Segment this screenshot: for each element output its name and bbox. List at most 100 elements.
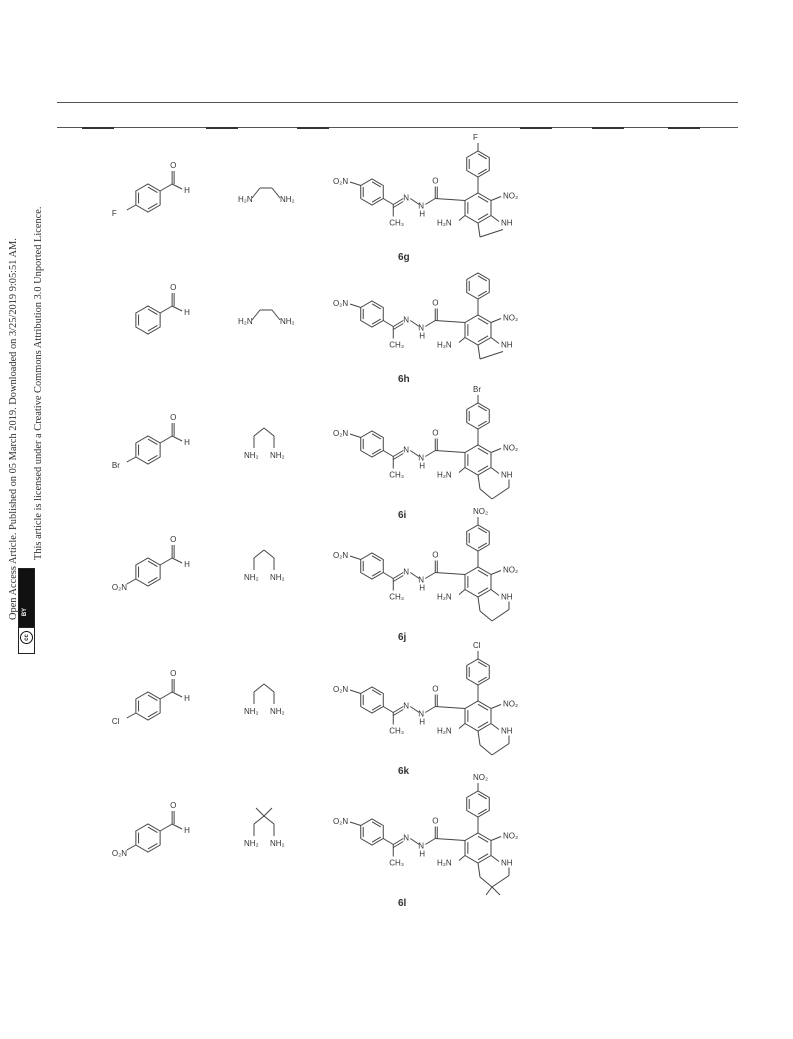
bond bbox=[126, 456, 137, 463]
aldehyde-hydrogen: H bbox=[184, 308, 190, 317]
ring-nh-label: NH bbox=[501, 219, 513, 228]
bond bbox=[477, 474, 481, 490]
ring-nitro-label: NO₂ bbox=[503, 444, 518, 453]
compound-label: 6j bbox=[398, 632, 407, 643]
aromatic-bond bbox=[371, 196, 382, 203]
aromatic-bond bbox=[477, 405, 488, 412]
amine-label: NH₂ bbox=[270, 707, 285, 716]
bond bbox=[271, 187, 281, 199]
bond bbox=[253, 549, 265, 559]
nitro-label: O₂N bbox=[333, 429, 348, 438]
compound-label: 6l bbox=[398, 898, 407, 909]
bond bbox=[393, 450, 404, 457]
bond bbox=[349, 303, 361, 308]
bond bbox=[425, 450, 436, 457]
bond bbox=[253, 683, 265, 693]
aryl-ring bbox=[466, 790, 490, 818]
bond bbox=[393, 201, 404, 208]
bond bbox=[383, 838, 394, 845]
bond bbox=[159, 823, 173, 832]
bond bbox=[458, 723, 466, 729]
bond bbox=[349, 555, 361, 560]
aromatic-bond bbox=[477, 853, 489, 861]
bond bbox=[393, 575, 404, 582]
bond bbox=[251, 309, 261, 321]
nitrophenyl-ring bbox=[360, 686, 384, 714]
bond bbox=[383, 706, 394, 713]
aromatic-bond bbox=[477, 195, 489, 203]
bond bbox=[263, 815, 275, 825]
bond bbox=[383, 572, 394, 579]
nitrophenyl-ring bbox=[360, 430, 384, 458]
ring-nh-label: NH bbox=[501, 593, 513, 602]
ring-nitro-label: NO₂ bbox=[503, 566, 518, 575]
column-marker bbox=[592, 127, 624, 129]
hydrazide-hydrogen: H bbox=[419, 850, 425, 859]
amine-label: H₂N bbox=[238, 317, 253, 326]
nitro-label: O₂N bbox=[333, 817, 348, 826]
bond bbox=[349, 433, 361, 438]
bond bbox=[490, 723, 500, 730]
aromatic-bond bbox=[371, 433, 382, 440]
ring-nitro-label: NO₂ bbox=[503, 192, 518, 201]
hydrazide-nitrogen: N bbox=[418, 324, 424, 333]
hydrazide-nitrogen: N bbox=[418, 202, 424, 211]
hydrazide-hydrogen: H bbox=[419, 462, 425, 471]
column-marker bbox=[206, 127, 238, 129]
hydrazide-nitrogen: N bbox=[418, 842, 424, 851]
aromatic-bond bbox=[477, 835, 489, 843]
bond bbox=[171, 557, 183, 564]
bond bbox=[171, 823, 183, 830]
bond bbox=[435, 450, 466, 453]
aromatic-bond bbox=[477, 569, 489, 577]
bond bbox=[409, 706, 420, 713]
methyl-label: CH₃ bbox=[389, 859, 404, 868]
bond bbox=[126, 578, 137, 585]
aryl-substituent: NO₂ bbox=[473, 773, 488, 782]
aldehyde-substituent: O₂N bbox=[112, 583, 127, 592]
bond bbox=[490, 196, 502, 201]
aromatic-bond bbox=[147, 325, 158, 332]
aromatic-bond bbox=[371, 704, 382, 711]
bond bbox=[479, 610, 493, 622]
column-marker bbox=[668, 127, 700, 129]
cc-license-badge[interactable]: cc BY bbox=[18, 568, 35, 654]
bond bbox=[458, 467, 466, 473]
hydrazide-nitrogen: N bbox=[418, 576, 424, 585]
amino-label: H₂N bbox=[437, 727, 452, 736]
carbonyl-oxygen: O bbox=[432, 551, 438, 560]
amine-label: NH₂ bbox=[244, 573, 259, 582]
bond bbox=[490, 215, 500, 222]
benzene-ring bbox=[135, 691, 161, 721]
amino-label: H₂N bbox=[437, 471, 452, 480]
bond bbox=[171, 305, 183, 312]
bond bbox=[479, 488, 493, 500]
amino-label: H₂N bbox=[437, 341, 452, 350]
aromatic-bond bbox=[371, 303, 382, 310]
bond bbox=[425, 572, 436, 579]
bond bbox=[490, 836, 502, 841]
bond bbox=[253, 427, 265, 437]
aromatic-bond bbox=[147, 694, 158, 701]
ring-nh-label: NH bbox=[501, 727, 513, 736]
bond bbox=[477, 730, 481, 746]
bond bbox=[477, 596, 481, 612]
amine-label: NH₂ bbox=[280, 317, 295, 326]
aromatic-bond bbox=[477, 168, 488, 175]
aromatic-bond bbox=[147, 438, 158, 445]
bond bbox=[263, 807, 273, 817]
carbonyl-oxygen: O bbox=[432, 177, 438, 186]
bond bbox=[271, 309, 281, 321]
bond bbox=[393, 320, 404, 327]
methyl-label: CH₃ bbox=[389, 727, 404, 736]
hydrazide-hydrogen: H bbox=[419, 210, 425, 219]
hydrazide-nitrogen: N bbox=[418, 454, 424, 463]
bond bbox=[477, 344, 481, 360]
bond bbox=[490, 570, 502, 575]
